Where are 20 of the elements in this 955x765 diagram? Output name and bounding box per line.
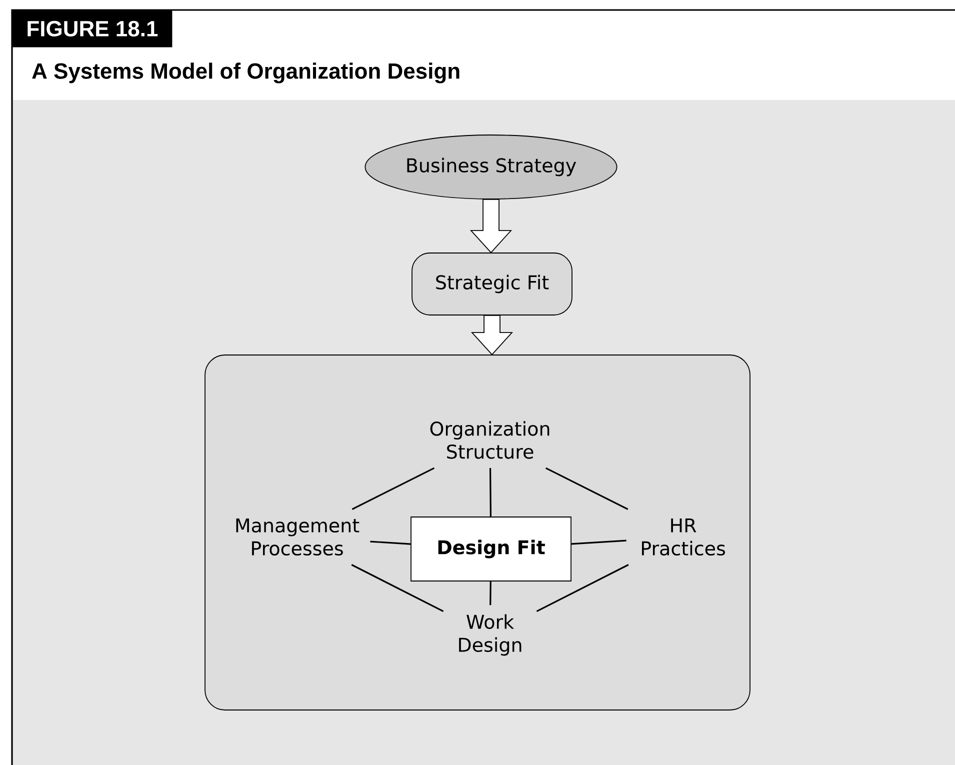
connector-line [536,564,629,612]
connector-line [351,564,444,612]
figure-tab: FIGURE 18.1 [12,10,172,48]
connector-line [370,540,411,545]
connector-line [545,467,628,510]
figure-title: A Systems Model of Organization Design [32,62,460,84]
component-label: Management Processes [236,518,360,556]
component-label: HR Practices [642,518,725,556]
component-label: Organization Structure [430,421,550,459]
block-arrow [470,199,512,254]
block-arrow [470,315,514,356]
ellipse-node: Business Strategy [364,134,618,200]
connector-line [489,468,492,517]
center-box: Design Fit [410,516,572,582]
connector-line [571,540,626,545]
connector-line [490,581,492,606]
system-panel [204,354,750,710]
rounded-box: Strategic Fit [412,252,572,316]
connector-line [352,467,435,510]
component-label: Work Design [459,614,522,656]
